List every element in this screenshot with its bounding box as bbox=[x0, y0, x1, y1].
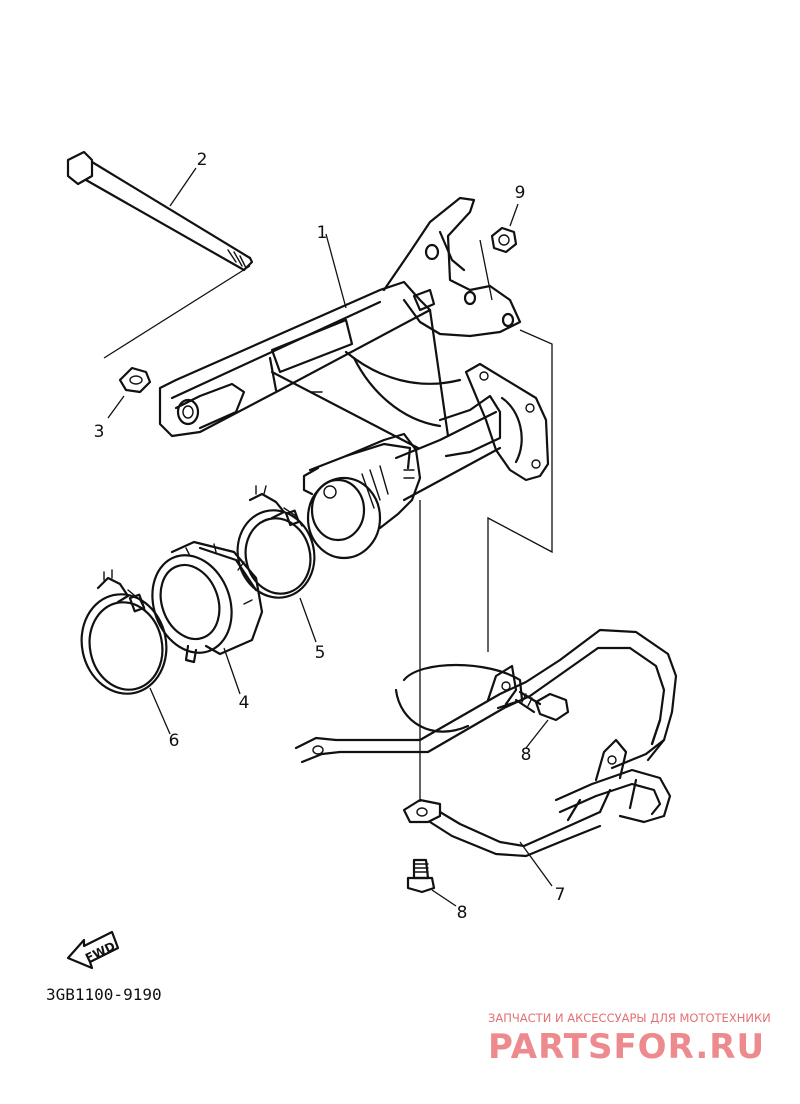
washer bbox=[120, 368, 150, 392]
bolt-leader-line bbox=[104, 266, 250, 358]
watermark-logo: PARTSFOR.RU bbox=[488, 1027, 765, 1067]
rubber-boot bbox=[139, 542, 262, 664]
guard bbox=[296, 630, 676, 856]
pivot-bolt bbox=[68, 152, 252, 270]
forward-arrow-icon: FWD bbox=[68, 932, 118, 968]
part-number-8-upper: 8 bbox=[521, 745, 532, 765]
part-number-3: 3 bbox=[94, 422, 105, 442]
diagram-code: 3GB1100-9190 bbox=[46, 985, 162, 1004]
mount-leader-line bbox=[488, 330, 552, 652]
part-number-8-lower: 8 bbox=[457, 903, 468, 923]
part-number-5: 5 bbox=[315, 643, 326, 663]
part-number-4: 4 bbox=[239, 693, 250, 713]
bolt-lower bbox=[408, 860, 434, 892]
part-number-6: 6 bbox=[169, 731, 180, 751]
part-number-2: 2 bbox=[197, 150, 208, 170]
watermark-tagline: ЗАПЧАСТИ И АКСЕССУАРЫ ДЛЯ МОТОТЕХНИКИ bbox=[488, 1011, 771, 1025]
nut bbox=[492, 228, 516, 252]
part-number-7: 7 bbox=[555, 885, 566, 905]
callout-leaders bbox=[108, 168, 552, 906]
bolt-upper bbox=[516, 692, 568, 720]
part-number-1: 1 bbox=[317, 223, 328, 243]
swing-arm bbox=[160, 198, 548, 558]
part-number-9: 9 bbox=[515, 183, 526, 203]
nut-leader-line bbox=[480, 240, 492, 300]
